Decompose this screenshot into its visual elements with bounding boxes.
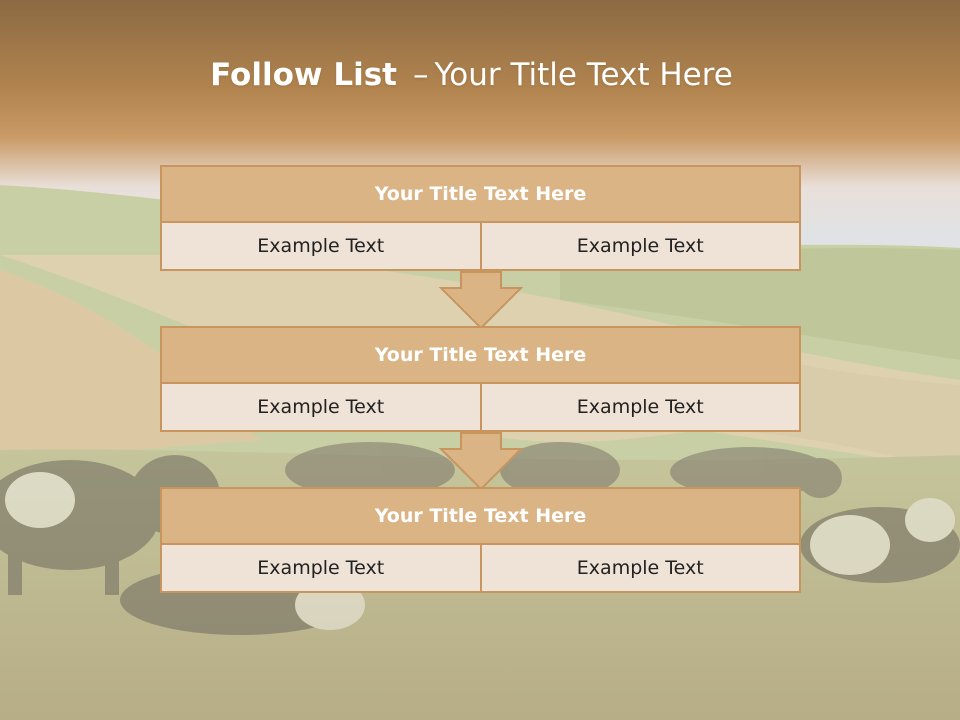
block-row: Example Text Example Text — [160, 543, 801, 593]
list-block-3: Your Title Text Here Example Text Exampl… — [160, 487, 801, 593]
block-cell-right: Example Text — [479, 382, 801, 432]
block-cell-left: Example Text — [160, 221, 482, 271]
block-cell-left: Example Text — [160, 382, 482, 432]
block-row: Example Text Example Text — [160, 382, 801, 432]
slide-title-main: Follow List — [210, 57, 397, 93]
block-row: Example Text Example Text — [160, 221, 801, 271]
block-title: Your Title Text Here — [160, 326, 801, 384]
block-cell-right: Example Text — [479, 221, 801, 271]
block-title: Your Title Text Here — [160, 165, 801, 223]
block-title: Your Title Text Here — [160, 487, 801, 545]
block-cell-left: Example Text — [160, 543, 482, 593]
list-block-2: Your Title Text Here Example Text Exampl… — [160, 326, 801, 432]
slide-title-separator: – — [412, 57, 429, 93]
down-arrow-icon — [438, 271, 524, 330]
down-arrow-icon — [438, 432, 524, 491]
block-cell-right: Example Text — [479, 543, 801, 593]
list-block-1: Your Title Text Here Example Text Exampl… — [160, 165, 801, 271]
slide-title-subtitle: Your Title Text Here — [434, 57, 733, 93]
slide-title: Follow List–Your Title Text Here — [0, 52, 943, 98]
